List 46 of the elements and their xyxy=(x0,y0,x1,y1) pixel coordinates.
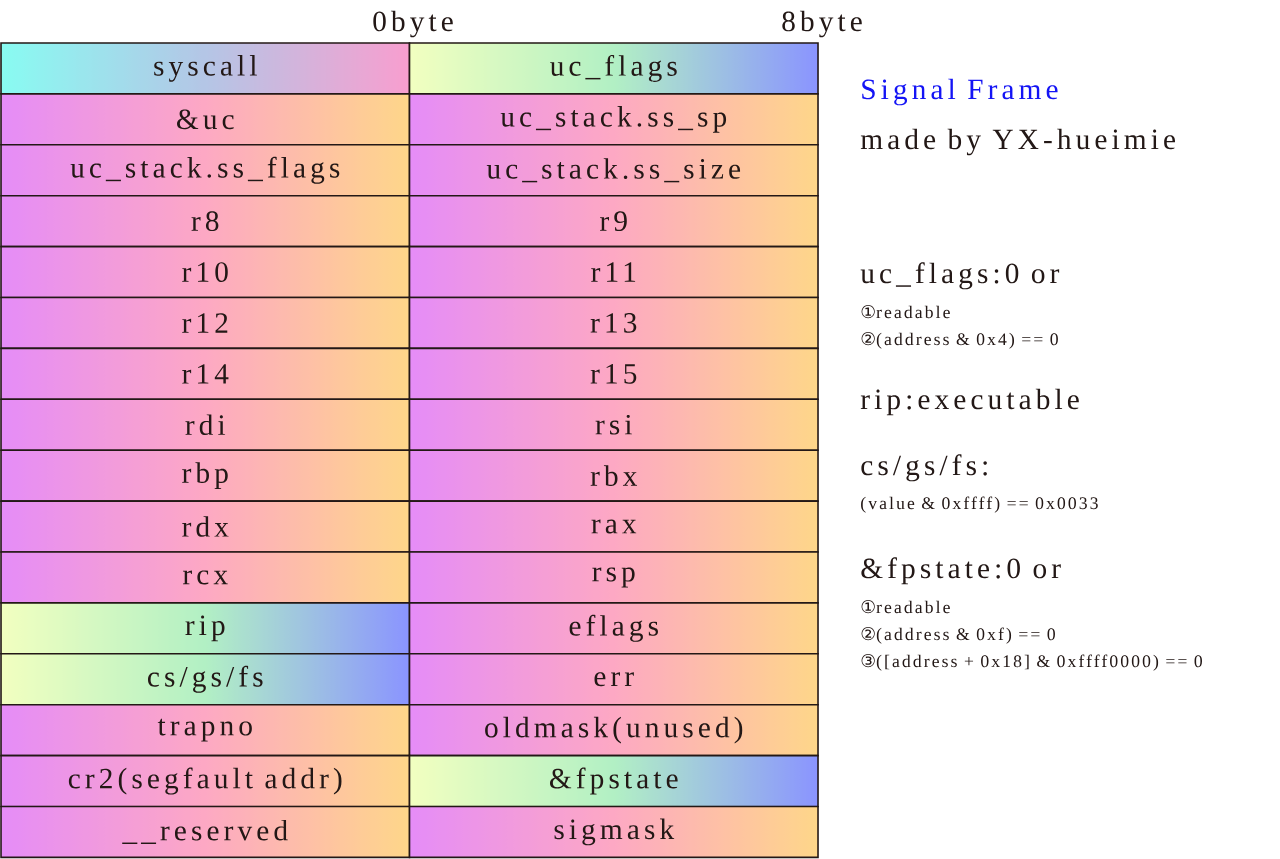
note-text: (value & 0xffff) == 0x0033 xyxy=(861,496,1098,513)
table-cell: trapno xyxy=(0,703,411,757)
table-cell: uc_flags xyxy=(408,42,819,95)
table-cell: rdi xyxy=(0,398,411,451)
note-text: ②(address & 0x4) == 0 xyxy=(861,332,1058,349)
table-cell: r13 xyxy=(408,296,819,350)
table-cell: uc_stack.ss_size xyxy=(408,144,819,197)
table-cell: cs/gs/fs xyxy=(0,653,411,706)
table-cell: &uc xyxy=(0,93,411,146)
table-cell: eflags xyxy=(408,602,819,655)
note-heading: cs/gs/fs: xyxy=(861,454,987,482)
note-heading: uc_flags:0 or xyxy=(860,262,1060,290)
note-text: ①readable xyxy=(861,600,950,614)
table-cell: sigmask xyxy=(408,805,819,859)
title-text: Signal Frame xyxy=(862,78,1058,106)
table-cell: cr2(segfault addr) xyxy=(0,754,411,808)
credit-text: made by YX-hueimie xyxy=(860,128,1175,156)
note-text: ①readable xyxy=(861,305,950,319)
table-cell: rip xyxy=(0,602,411,655)
table-cell: rdx xyxy=(0,500,411,553)
table-cell: __reserved xyxy=(0,805,411,859)
table-cell: rsi xyxy=(408,398,819,451)
offset-label: 0byte xyxy=(373,10,453,38)
note-heading: &fpstate:0 or xyxy=(861,557,1061,585)
table-cell: err xyxy=(408,653,819,706)
table-cell: r9 xyxy=(408,194,819,248)
table-cell: r14 xyxy=(0,347,411,401)
table-cell: rbp xyxy=(0,449,411,502)
table-cell: r12 xyxy=(0,296,411,350)
table-cell: rcx xyxy=(0,551,411,604)
table-cell: rax xyxy=(408,500,819,553)
note-text: ②(address & 0xf) == 0 xyxy=(861,627,1055,644)
table-cell: r15 xyxy=(408,347,819,401)
table-cell: r11 xyxy=(408,245,819,299)
table-cell: &fpstate xyxy=(408,754,819,808)
note-heading: rip:executable xyxy=(860,388,1079,416)
table-cell: rsp xyxy=(408,551,819,604)
table-cell: uc_stack.ss_sp xyxy=(408,93,819,146)
table-cell: oldmask(unused) xyxy=(408,703,819,757)
table-cell: syscall xyxy=(0,42,411,95)
table-cell: rbx xyxy=(408,449,819,502)
table-cell: r8 xyxy=(0,194,411,248)
note-text: ③([address + 0x18] & 0xffff0000) == 0 xyxy=(861,654,1202,671)
table-cell: r10 xyxy=(0,245,411,299)
offset-label: 8byte xyxy=(782,10,862,38)
table-cell: uc_stack.ss_flags xyxy=(0,144,411,197)
